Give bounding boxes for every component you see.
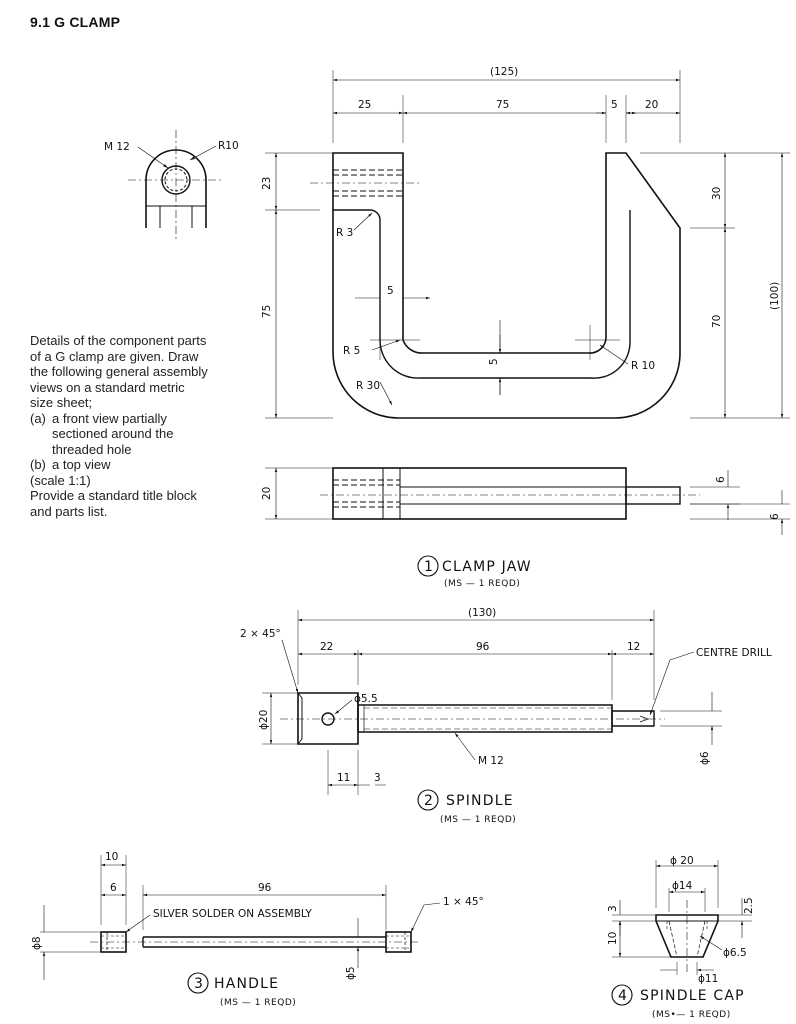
- jaw-top-dim-6b: 6: [769, 513, 781, 520]
- spindle-hole-dia: ϕ5.5: [354, 693, 378, 705]
- clamp-jaw-top-view: [265, 467, 790, 535]
- handle-chamfer: 1 × 45°: [443, 896, 484, 908]
- instruction-item: (a)a front view partially sectioned arou…: [30, 410, 174, 457]
- instructions-scale: (scale 1:1): [30, 472, 91, 488]
- handle-view: [40, 855, 441, 980]
- part-2-number: 2: [424, 793, 434, 809]
- jaw-dim-100: (100): [769, 282, 781, 310]
- part-4-number: 4: [618, 988, 628, 1004]
- handle-dim-6: 6: [110, 882, 117, 894]
- jaw-dim-20: 20: [645, 99, 658, 111]
- spindle-centre-drill: CENTRE DRILL: [696, 647, 772, 659]
- jaw-width-5: 5: [387, 285, 394, 297]
- detail-m12-label: M 12: [104, 141, 130, 153]
- part-3-number: 3: [194, 976, 204, 992]
- jaw-radius-r30: R 30: [356, 380, 380, 392]
- jaw-dim-25: 25: [358, 99, 371, 111]
- part-1-name: CLAMP JAW: [442, 559, 532, 575]
- spindle-dia-20: ϕ20: [258, 710, 270, 730]
- part-2-name: SPINDLE: [446, 793, 514, 809]
- instructions: Details of the component parts of a G cl…: [30, 333, 208, 519]
- instructions-footer: Provide a standard title block and parts…: [30, 488, 197, 519]
- cap-dim-3: 3: [607, 905, 619, 912]
- handle-dia-8: ϕ8: [31, 936, 43, 950]
- jaw-dim-75-vertical: 75: [261, 305, 273, 318]
- jaw-dim-23: 23: [261, 177, 273, 190]
- jaw-dim-30: 30: [711, 187, 723, 200]
- spindle-dim-3: 3: [374, 772, 381, 784]
- jaw-top-dim-20: 20: [261, 487, 273, 500]
- cap-dia-14: ϕ14: [672, 880, 693, 892]
- spindle-cap-view: [612, 860, 752, 975]
- part-4-spec: (MS•— 1 REQD): [652, 1010, 731, 1020]
- jaw-end-detail: [128, 130, 224, 240]
- spindle-thread-m12: M 12: [478, 755, 504, 767]
- part-3-name: HANDLE: [214, 976, 279, 992]
- jaw-dim-75: 75: [496, 99, 509, 111]
- cap-dia-6-5: ϕ6.5: [723, 947, 747, 959]
- page-title: 9.1 G CLAMP: [30, 14, 121, 30]
- jaw-top-dim-6a: 6: [715, 476, 727, 483]
- handle-dim-96: 96: [258, 882, 272, 894]
- cap-dim-2-5: 2.5: [743, 897, 755, 914]
- jaw-thickness-5: 5: [488, 358, 500, 365]
- spindle-dim-12: 12: [627, 641, 640, 653]
- jaw-overall-length: (125): [490, 66, 518, 78]
- spindle-dia-6: ϕ6: [699, 751, 711, 765]
- spindle-dim-96: 96: [476, 641, 490, 653]
- instructions-intro: Details of the component parts of a G cl…: [30, 333, 208, 410]
- cap-dia-11: ϕ11: [698, 973, 718, 985]
- jaw-dim-5: 5: [611, 99, 618, 111]
- spindle-overall-length: (130): [468, 607, 496, 619]
- part-2-spec: (MS — 1 REQD): [440, 815, 516, 825]
- jaw-radius-r5: R 5: [343, 345, 360, 357]
- handle-dia-5: ϕ5: [345, 966, 357, 980]
- part-1-spec: (MS — 1 REQD): [444, 579, 520, 589]
- part-3-spec: (MS — 1 REQD): [220, 998, 296, 1008]
- jaw-radius-r10: R 10: [631, 360, 655, 372]
- spindle-dim-11: 11: [337, 772, 350, 784]
- spindle-chamfer: 2 × 45°: [240, 628, 281, 640]
- spindle-dim-22: 22: [320, 641, 333, 653]
- cap-dia-20: ϕ 20: [670, 855, 694, 867]
- handle-dim-10: 10: [105, 851, 118, 863]
- cap-dim-10: 10: [607, 932, 619, 945]
- spindle-view: [262, 610, 722, 795]
- instruction-item: (b)a top view: [30, 457, 111, 472]
- jaw-radius-r3: R 3: [336, 227, 353, 239]
- handle-solder-note: SILVER SOLDER ON ASSEMBLY: [153, 908, 312, 920]
- clamp-jaw-front-view: [265, 70, 790, 419]
- part-4-name: SPINDLE CAP: [640, 988, 745, 1004]
- jaw-dim-70: 70: [711, 315, 723, 328]
- detail-r10-label: R10: [218, 140, 239, 152]
- part-1-number: 1: [424, 559, 434, 575]
